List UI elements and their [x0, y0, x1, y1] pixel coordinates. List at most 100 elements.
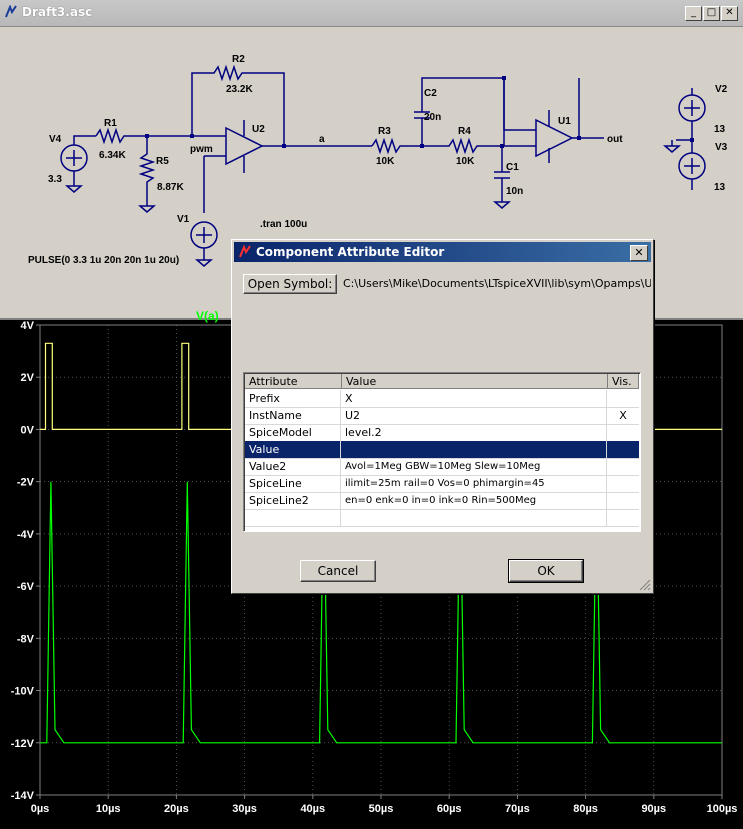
u2-opamp[interactable] — [225, 126, 264, 166]
component-attribute-editor-dialog: Component Attribute Editor ✕ Open Symbol… — [231, 239, 654, 594]
attr-name: SpiceLine2 — [245, 492, 341, 509]
symbol-path-text: C:\Users\Mike\Documents\LTspiceXVII\lib\… — [343, 277, 651, 290]
y-tick-label: 2V — [21, 372, 35, 384]
svg-text:23.2K: 23.2K — [226, 84, 253, 95]
y-tick-label: 0V — [21, 424, 35, 436]
ltspice-app-icon — [5, 5, 17, 18]
cancel-button[interactable]: Cancel — [300, 560, 376, 582]
table-row-spiceline2[interactable]: SpiceLine2 en=0 enk=0 in=0 ink=0 Rin=500… — [245, 492, 639, 510]
attr-vis[interactable] — [607, 424, 639, 441]
resize-grip-icon[interactable] — [639, 579, 651, 591]
svg-text:PULSE(0 3.3 1u 20n 20n 1u 20u): PULSE(0 3.3 1u 20n 20n 1u 20u) — [28, 255, 179, 266]
attr-name: SpiceModel — [245, 424, 341, 441]
ok-button[interactable]: OK — [508, 559, 584, 583]
y-tick-label: -12V — [11, 738, 35, 750]
column-header-vis[interactable]: Vis. — [608, 374, 639, 389]
x-tick-label: 100µs — [707, 803, 738, 815]
attr-name: Value — [245, 441, 341, 458]
schematic-labels: V4 3.3 R1 6.34K R5 8.87K R2 23.2K pwm U2… — [28, 54, 728, 266]
svg-text:pwm: pwm — [190, 144, 213, 155]
attr-value[interactable] — [341, 441, 607, 458]
svg-text:.tran 100u: .tran 100u — [260, 219, 307, 230]
x-tick-label: 80µs — [573, 803, 598, 815]
u1-opamp[interactable] — [535, 118, 574, 158]
window-title: Draft3.asc — [22, 5, 93, 19]
attr-value[interactable]: U2 — [341, 407, 607, 424]
svg-text:U1: U1 — [558, 116, 571, 127]
attr-name: InstName — [245, 407, 341, 424]
svg-text:V2: V2 — [715, 84, 728, 95]
svg-text:V4: V4 — [49, 134, 62, 145]
svg-text:U2: U2 — [252, 124, 265, 135]
svg-text:V3: V3 — [715, 142, 728, 153]
attr-vis[interactable] — [607, 475, 639, 492]
schematic-wires — [60, 64, 706, 267]
table-row-instname[interactable]: InstName U2 X — [245, 407, 639, 425]
attr-value[interactable]: Avol=1Meg GBW=10Meg Slew=10Meg — [341, 458, 607, 475]
table-row-spiceline[interactable]: SpiceLine ilimit=25m rail=0 Vos=0 phimar… — [245, 475, 639, 493]
attr-name: Prefix — [245, 390, 341, 407]
attr-vis[interactable] — [607, 441, 639, 458]
svg-text:13: 13 — [714, 182, 726, 193]
series-line-pulse — [40, 342, 722, 430]
attr-vis[interactable] — [607, 492, 639, 509]
y-tick-label: -8V — [17, 633, 35, 645]
svg-text:a: a — [319, 134, 325, 145]
x-tick-label: 50µs — [369, 803, 394, 815]
dialog-title: Component Attribute Editor — [256, 245, 445, 259]
x-tick-label: 30µs — [232, 803, 257, 815]
open-symbol-button[interactable]: Open Symbol: — [243, 274, 337, 294]
table-row-value2[interactable]: Value2 Avol=1Meg GBW=10Meg Slew=10Meg — [245, 458, 639, 476]
svg-text:13: 13 — [714, 124, 726, 135]
maximize-button[interactable]: □ — [703, 6, 720, 21]
minimize-button[interactable]: _ — [685, 6, 702, 21]
svg-text:10K: 10K — [376, 156, 395, 167]
x-tick-label: 90µs — [641, 803, 666, 815]
svg-text:8.87K: 8.87K — [157, 182, 184, 193]
trace-label-va[interactable]: V(a) — [196, 309, 219, 323]
attribute-table[interactable]: Attribute Value Vis. Prefix X InstName U… — [243, 372, 641, 532]
table-row-spicemodel[interactable]: SpiceModel level.2 — [245, 424, 639, 442]
dialog-close-button[interactable]: ✕ — [630, 245, 648, 261]
x-tick-label: 0µs — [31, 803, 50, 815]
table-row-value-selected[interactable]: Value — [245, 441, 639, 459]
ltspice-dialog-icon — [239, 245, 251, 258]
svg-text:20n: 20n — [424, 112, 441, 123]
r1-resistor[interactable] — [95, 127, 147, 145]
attr-value[interactable]: ilimit=25m rail=0 Vos=0 phimargin=45 — [341, 475, 607, 492]
table-row-prefix[interactable]: Prefix X — [245, 390, 639, 408]
attr-value[interactable]: en=0 enk=0 in=0 ink=0 Rin=500Meg — [341, 492, 607, 509]
y-tick-label: -6V — [17, 581, 35, 593]
column-header-value[interactable]: Value — [342, 374, 608, 389]
attr-vis[interactable] — [607, 458, 639, 475]
column-header-attribute[interactable]: Attribute — [245, 374, 342, 389]
attr-value[interactable]: level.2 — [341, 424, 607, 441]
schematic-junctions — [145, 76, 694, 148]
y-tick-label: -10V — [11, 686, 35, 698]
attr-vis[interactable] — [607, 390, 639, 407]
svg-text:R3: R3 — [378, 126, 391, 137]
x-tick-label: 70µs — [505, 803, 530, 815]
attr-vis[interactable]: X — [619, 409, 627, 422]
svg-text:10n: 10n — [506, 186, 523, 197]
attr-vis[interactable] — [607, 509, 639, 526]
y-tick-label: -4V — [17, 529, 35, 541]
svg-text:R2: R2 — [232, 54, 245, 65]
svg-text:out: out — [607, 134, 623, 145]
svg-text:10K: 10K — [456, 156, 475, 167]
svg-text:R5: R5 — [156, 156, 169, 167]
svg-text:R4: R4 — [458, 126, 471, 137]
x-tick-label: 20µs — [164, 803, 189, 815]
table-row-empty[interactable] — [245, 509, 639, 527]
attr-value[interactable]: X — [341, 390, 607, 407]
svg-text:3.3: 3.3 — [48, 174, 62, 185]
y-tick-label: 4V — [21, 320, 35, 332]
y-tick-label: -14V — [11, 790, 35, 802]
close-button[interactable]: ✕ — [721, 6, 738, 21]
dialog-title-bar[interactable]: Component Attribute Editor ✕ — [234, 242, 651, 262]
schematic-title-bar[interactable]: Draft3.asc _ □ ✕ — [0, 0, 743, 27]
attr-value[interactable] — [341, 509, 607, 526]
series-line-va — [40, 481, 722, 744]
